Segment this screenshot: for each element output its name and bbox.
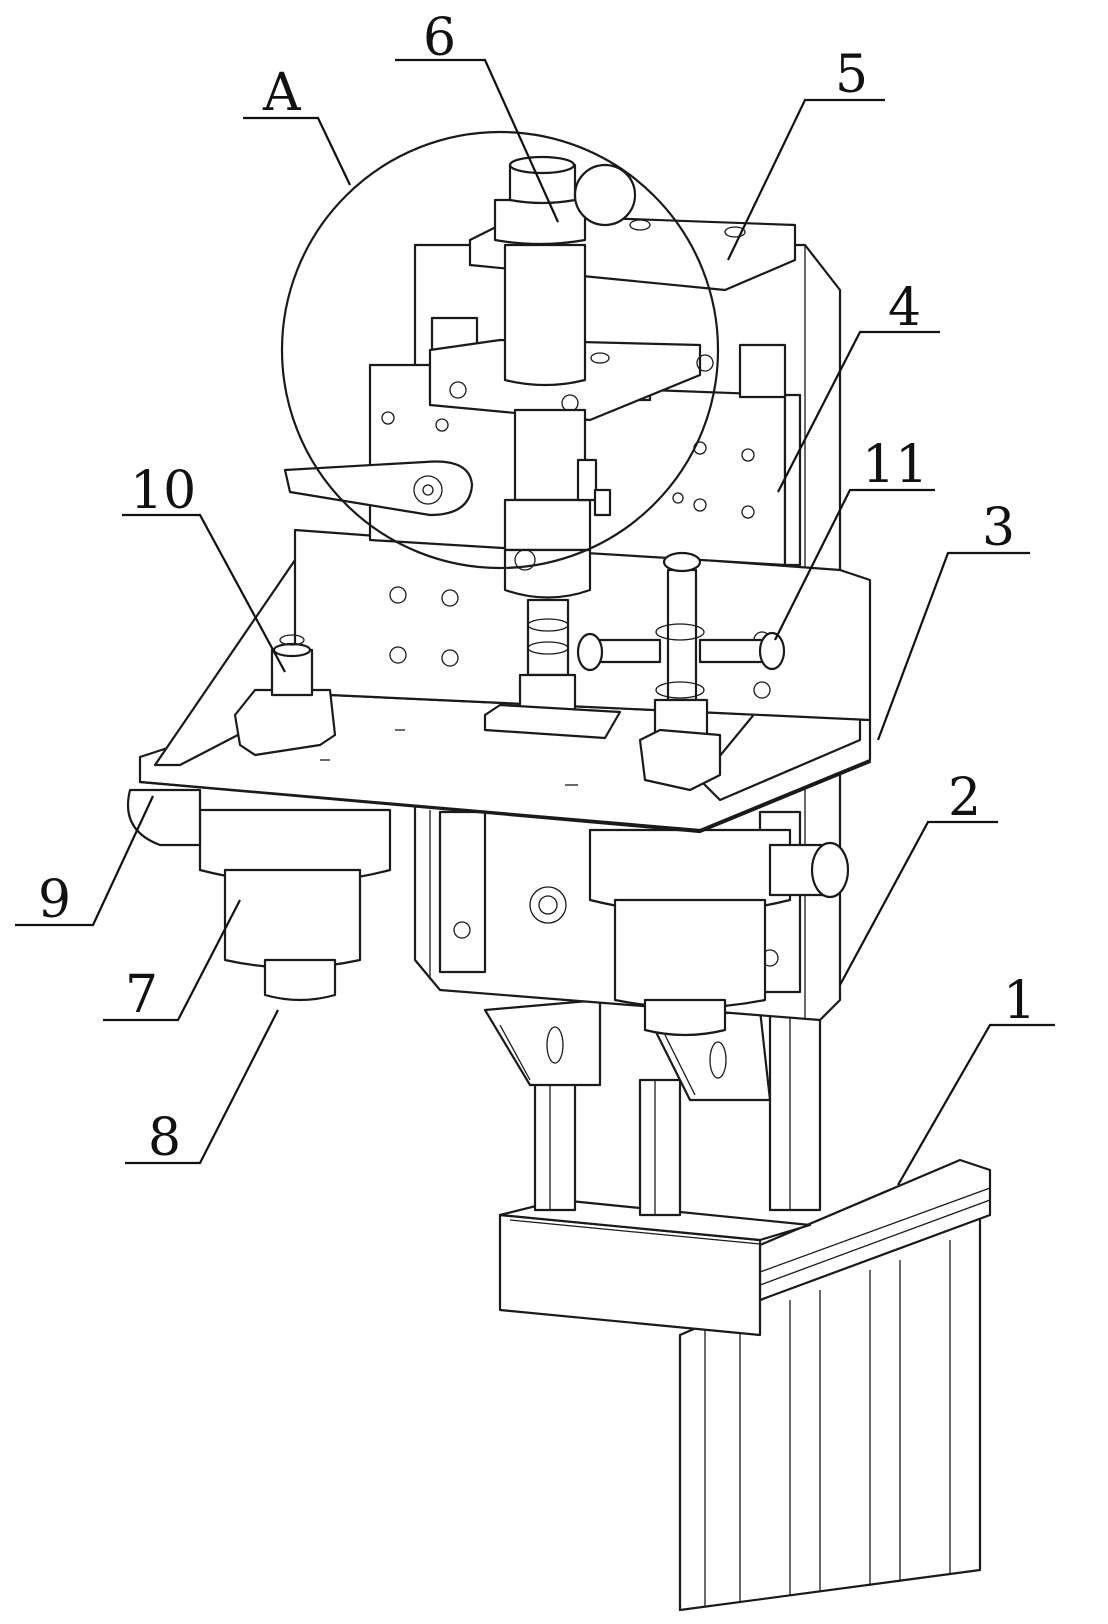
left-cylinder (126, 788, 392, 1002)
label-9: 9 (38, 870, 71, 930)
base-profile-rail (498, 1158, 992, 1612)
label-8: 8 (148, 1108, 181, 1168)
lower-brackets (483, 998, 772, 1102)
right-column-handle (576, 551, 786, 792)
detail-circle-a (280, 130, 720, 570)
label-7: 7 (125, 965, 158, 1025)
label-2: 2 (948, 768, 981, 828)
vertical-guide-rails (533, 1008, 822, 1217)
part-labels: A 6 5 4 11 3 2 1 10 9 7 8 (38, 8, 1036, 1168)
right-cylinder (588, 828, 850, 1037)
label-a: A (262, 63, 302, 123)
label-11: 11 (862, 435, 928, 495)
left-clamp (233, 634, 337, 757)
label-3: 3 (982, 498, 1015, 558)
label-6: 6 (423, 8, 456, 68)
leader-lines (15, 58, 1055, 1186)
label-1: 1 (1003, 971, 1036, 1031)
clamp-lever (283, 460, 474, 517)
center-spindle (483, 155, 637, 740)
label-10: 10 (130, 461, 196, 521)
label-4: 4 (888, 278, 921, 338)
label-5: 5 (835, 45, 868, 105)
